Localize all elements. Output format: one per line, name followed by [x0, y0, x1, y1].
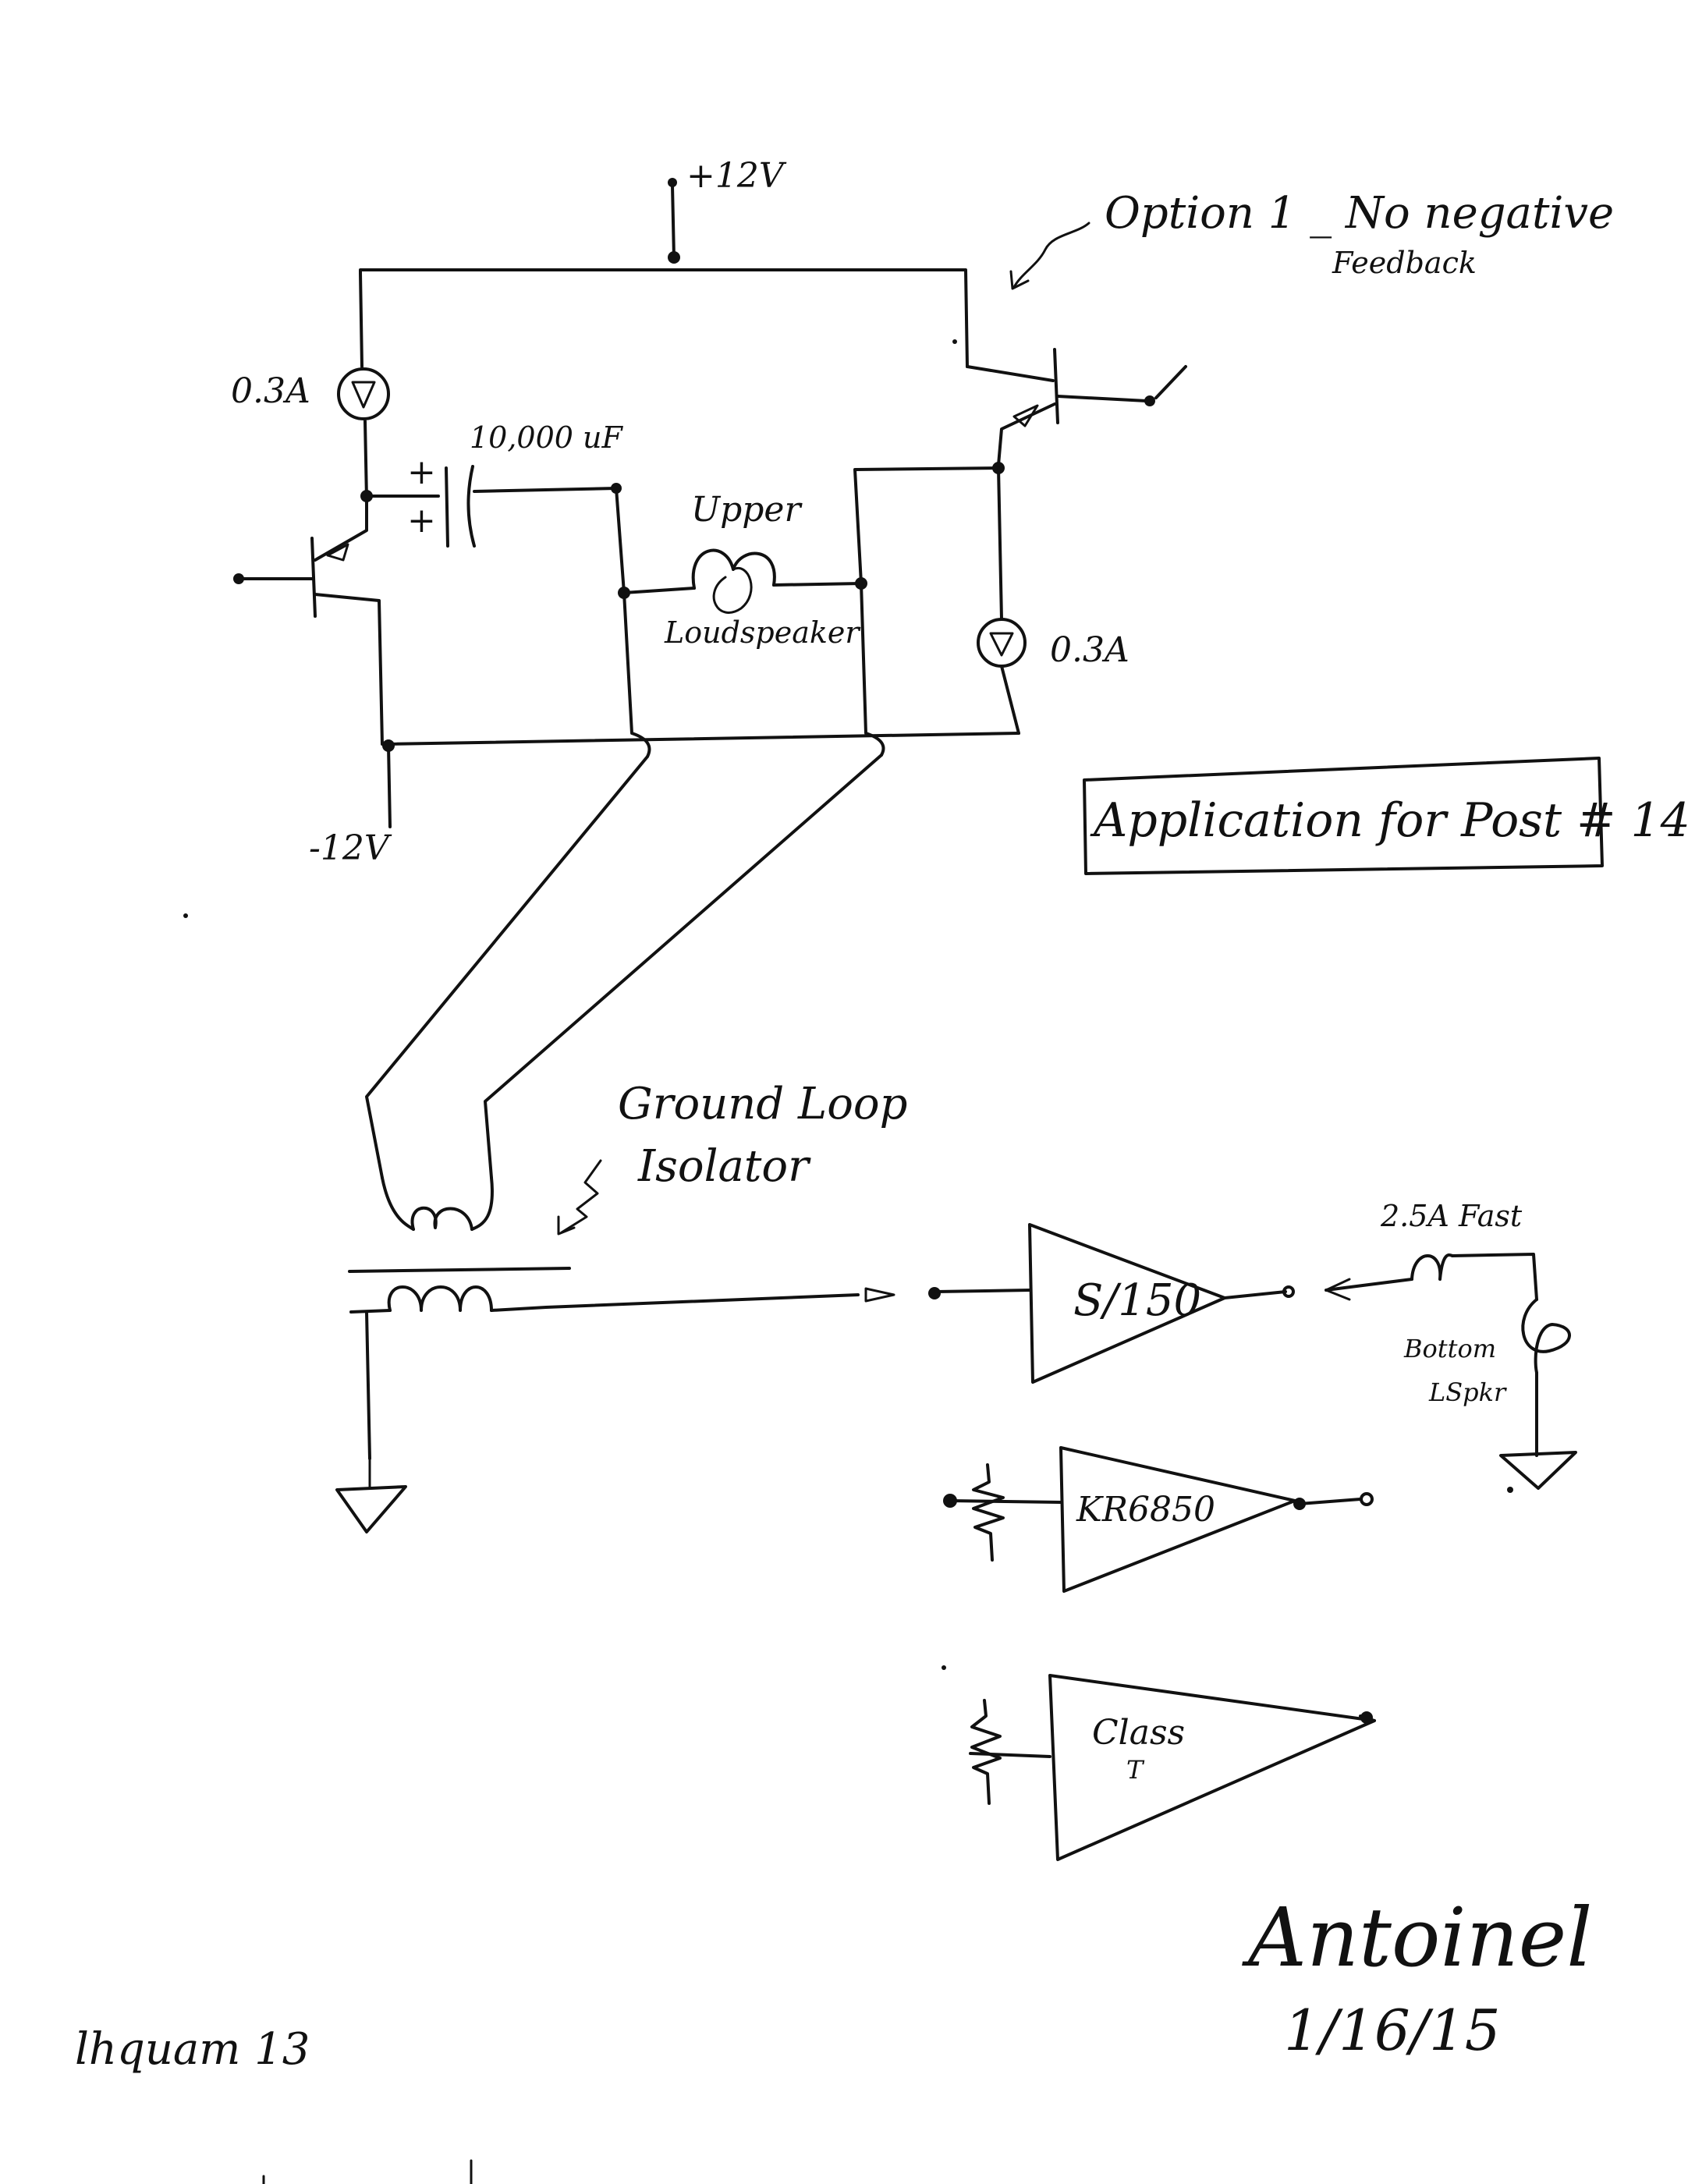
option-label-line1: Option 1 _ No negative [1105, 188, 1614, 239]
isolator-annotation-arrow [557, 1159, 602, 1236]
option-annotation-arrow [1009, 222, 1090, 290]
coupling-capacitor [365, 465, 626, 594]
amp2-label: KR6850 [1076, 1490, 1215, 1530]
amplifier-kr6850 [943, 1446, 1374, 1593]
left-current-source [337, 367, 390, 420]
bottom-speaker-label-line2: LSpkr [1428, 1377, 1507, 1407]
bottom-speaker-label-line1: Bottom [1403, 1334, 1496, 1363]
ground-loop-isolator [348, 1176, 895, 1460]
top-supply-rail [359, 178, 969, 368]
speaker-label-upper: Upper [691, 490, 803, 530]
isolator-ground-symbol [335, 1457, 407, 1533]
amplifier-class-t [969, 1674, 1376, 1861]
amp3-label-line1: Class [1092, 1713, 1185, 1753]
right-current-label: 0.3A [1050, 630, 1129, 670]
date-label: 1/16/15 [1284, 1998, 1501, 2063]
fuse-label: 2.5A Fast [1380, 1199, 1523, 1233]
application-label: Application for Post # 144 [1090, 793, 1688, 848]
capacitor-label: 10,000 uF [470, 420, 624, 455]
amp1-label: S/150 [1073, 1275, 1201, 1326]
option-label-line2: Feedback [1332, 246, 1477, 280]
bottom-supply-label: -12V [309, 828, 392, 868]
right-transistor [966, 348, 1187, 466]
cap-plus-bottom: + [407, 501, 436, 541]
left-transistor [233, 498, 384, 746]
bottom-supply-rail [382, 732, 1020, 828]
upper-loudspeaker [618, 548, 885, 758]
left-collector-wire [359, 271, 368, 501]
right-current-source [977, 618, 1027, 735]
top-supply-label: +12V [686, 156, 787, 196]
author-label: lhquam 13 [75, 2024, 310, 2075]
speaker-label-lower: Loudspeaker [664, 615, 861, 650]
scan-specks [183, 339, 1513, 2184]
amplifier-s150 [928, 1223, 1295, 1384]
speaker-cables [365, 753, 883, 1179]
amp3-label-line2: T [1126, 1755, 1145, 1785]
fuse-and-bottom-speaker [1325, 1253, 1577, 1490]
right-output-node [853, 462, 1005, 621]
isolator-label-line1: Ground Loop [618, 1079, 907, 1129]
isolator-label-line2: Isolator [637, 1141, 811, 1192]
signature: Antoinel [1242, 1890, 1593, 1985]
application-box [1083, 757, 1604, 875]
cap-plus-top: + [407, 452, 436, 492]
left-current-label: 0.3A [231, 371, 310, 411]
